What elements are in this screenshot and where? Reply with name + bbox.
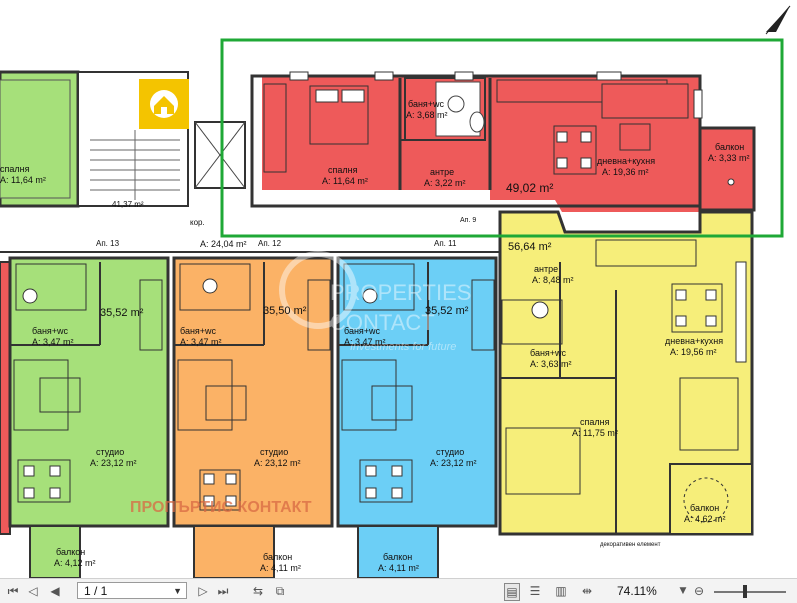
svg-text:антре: антре (534, 264, 558, 274)
zoom-slider-thumb[interactable] (743, 585, 747, 598)
svg-text:A: 4,11 m²: A: 4,11 m² (260, 563, 301, 573)
svg-text:A: 19,56 m²: A: 19,56 m² (670, 347, 717, 357)
prev-page-alt-icon[interactable]: ◀ (50, 584, 60, 598)
studio-furniture (13, 263, 495, 511)
svg-text:A: 3,63 m²: A: 3,63 m² (530, 359, 572, 369)
svg-text:A: 3,68 m²: A: 3,68 m² (406, 110, 448, 120)
svg-text:A: 24,04 m²: A: 24,04 m² (200, 239, 247, 249)
floor-plan: PROPERTIES CONTACT Investments for futur… (0, 5, 791, 578)
svg-text:балкон: балкон (56, 547, 85, 557)
copy-view-icon[interactable]: ⧉ (275, 583, 285, 598)
svg-text:баня+wc: баня+wc (530, 348, 567, 358)
svg-text:A: 4,11 m²: A: 4,11 m² (378, 563, 419, 573)
svg-text:A: 3,33 m²: A: 3,33 m² (708, 153, 750, 163)
svg-text:A: 4,12 m²: A: 4,12 m² (54, 558, 96, 568)
svg-text:PROPERTIES: PROPERTIES (330, 280, 471, 305)
svg-text:Investments for future: Investments for future (350, 341, 456, 353)
first-page-icon[interactable]: ⏮ (7, 583, 19, 598)
svg-text:56,64 m²: 56,64 m² (508, 241, 552, 253)
svg-text:A: 11,75 m²: A: 11,75 m² (572, 428, 618, 438)
svg-text:кор.: кор. (190, 218, 205, 227)
next-page-icon[interactable]: ▷ (198, 584, 208, 598)
svg-text:баня+wc: баня+wc (344, 326, 381, 336)
svg-text:CONTACT: CONTACT (330, 310, 435, 335)
continuous-view-icon[interactable]: ☰ (529, 584, 541, 598)
two-page-view-icon[interactable]: ▥ (555, 584, 567, 598)
page-number-value: 1 / 1 (84, 583, 108, 598)
sync-scroll-icon[interactable]: ⇆ (252, 584, 264, 598)
company-logo-icon (139, 79, 189, 129)
svg-text:A: 3,47 m²: A: 3,47 m² (180, 337, 222, 347)
svg-text:A: 11,64 m²: A: 11,64 m² (0, 175, 46, 185)
apartment-11-labels: Ап. 11 35,52 m² баня+wc A: 3,47 m² студи… (344, 239, 477, 573)
svg-text:Ап. 11: Ап. 11 (434, 239, 457, 248)
svg-text:студио: студио (260, 447, 288, 457)
svg-text:балкон: балкон (715, 142, 744, 152)
svg-text:баня+wc: баня+wc (408, 99, 445, 109)
svg-text:A: 11,64 m²: A: 11,64 m² (322, 176, 368, 186)
svg-text:ПРОПЪРТИС КОНТАКТ: ПРОПЪРТИС КОНТАКТ (130, 499, 312, 516)
chevron-down-icon: ▼ (173, 586, 182, 596)
zoom-out-icon[interactable]: ⊖ (693, 584, 705, 598)
svg-text:A: 3,47 m²: A: 3,47 m² (344, 337, 386, 347)
pdf-toolbar: ⏮ ◁ ◀ 1 / 1 ▼ ▷ ⏭ ⇆ ⧉ ▤ ☰ ▥ ⇹ 74.11% ▼ ⊖ (0, 578, 797, 603)
svg-text:антре: антре (430, 167, 454, 177)
svg-text:49,02 m²: 49,02 m² (506, 181, 553, 195)
svg-text:35,52 m²: 35,52 m² (425, 305, 469, 317)
prev-page-icon[interactable]: ◁ (28, 584, 38, 598)
north-arrow-icon (765, 5, 791, 35)
apartment-13-labels: Ап. 13 35,52 m² баня+wc A: 3,47 m² студи… (32, 239, 144, 568)
svg-text:Ап. 12: Ап. 12 (258, 239, 282, 248)
svg-text:35,52 m²: 35,52 m² (100, 307, 144, 319)
svg-text:A: 3,47 m²: A: 3,47 m² (32, 337, 74, 347)
zoom-dropdown-icon[interactable]: ▼ (679, 586, 687, 596)
svg-text:41,37 m²: 41,37 m² (112, 200, 144, 209)
svg-text:спалня: спалня (0, 164, 30, 174)
svg-text:A: 3,22 m²: A: 3,22 m² (424, 178, 466, 188)
svg-text:A: 8,48 m²: A: 8,48 m² (532, 275, 574, 285)
svg-text:A: 23,12 m²: A: 23,12 m² (430, 458, 477, 468)
selection-highlight (220, 38, 784, 238)
svg-text:баня+wc: баня+wc (180, 326, 217, 336)
fit-width-icon[interactable]: ⇹ (581, 584, 593, 598)
svg-text:Ап. 9: Ап. 9 (460, 217, 476, 224)
svg-text:декоративен елемент: декоративен елемент (600, 542, 661, 548)
zoom-slider[interactable] (714, 591, 786, 593)
svg-text:дневна+кухня: дневна+кухня (597, 156, 655, 166)
svg-text:баня+wc: баня+wc (32, 326, 69, 336)
svg-text:35,50 m²: 35,50 m² (263, 305, 307, 317)
page-number-select[interactable]: 1 / 1 ▼ (77, 582, 187, 599)
svg-text:A: 23,12 m²: A: 23,12 m² (90, 458, 137, 468)
svg-text:спалня: спалня (328, 165, 358, 175)
svg-text:спалня: спалня (580, 417, 610, 427)
watermark: PROPERTIES CONTACT Investments for futur… (279, 251, 471, 353)
last-page-icon[interactable]: ⏭ (217, 583, 229, 598)
svg-text:балкон: балкон (690, 503, 719, 513)
svg-text:студио: студио (436, 447, 464, 457)
svg-text:A: 4,62 m²: A: 4,62 m² (684, 514, 726, 524)
svg-text:балкон: балкон (383, 552, 412, 562)
apartment-10-labels: 56,64 m² антре A: 8,48 m² баня+wc A: 3,6… (508, 241, 726, 524)
svg-text:дневна+кухня: дневна+кухня (665, 336, 723, 346)
document-viewport[interactable]: PROPERTIES CONTACT Investments for futur… (0, 0, 797, 578)
apartment-12-labels: Ап. 12 35,50 m² баня+wc A: 3,47 m² студи… (180, 239, 307, 573)
zoom-level[interactable]: 74.11% (617, 584, 657, 598)
svg-text:A: 23,12 m²: A: 23,12 m² (254, 458, 301, 468)
svg-text:Ап. 13: Ап. 13 (96, 239, 120, 248)
svg-text:студио: студио (96, 447, 124, 457)
single-page-view-icon[interactable]: ▤ (504, 583, 520, 601)
svg-text:A: 19,36 m²: A: 19,36 m² (602, 167, 649, 177)
svg-text:балкон: балкон (263, 552, 292, 562)
